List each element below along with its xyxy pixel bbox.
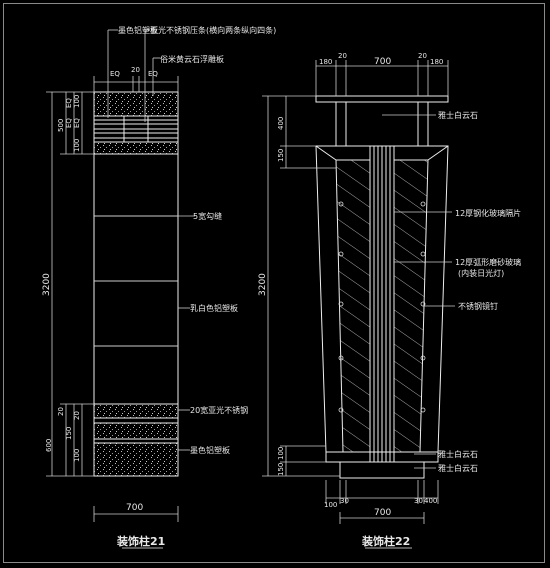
dim-100-b: 100 xyxy=(73,139,81,152)
column-21-top-dimensions xyxy=(93,29,179,122)
column-22-elevation xyxy=(315,95,449,479)
callout-5mm-groove: 5宽勾缝 xyxy=(193,211,222,221)
callout-fluorescent-lamp: (内装日光灯) xyxy=(458,268,504,278)
column-21-top-textured-band xyxy=(93,91,179,117)
dim-100-right: 100 xyxy=(277,447,285,460)
dim-600: 600 xyxy=(45,439,53,452)
dim-eq-v2: EQ xyxy=(65,118,73,128)
column-22-vertical-dimensions xyxy=(262,95,340,477)
title-column-22: 装饰柱22 xyxy=(361,534,410,548)
callout-white-marble-bottom: 雅士白云石 xyxy=(438,463,478,473)
dim-30-bottom-left: 30 xyxy=(340,497,349,505)
dim-20-a: 20 xyxy=(57,407,65,416)
callout-stainless-strip: 亚光不锈钢压条(横向两条纵向四条) xyxy=(150,25,276,35)
callout-dark-aluminum-panel-top: 墨色铝塑板 xyxy=(118,25,158,35)
dim-eq-v1: EQ xyxy=(65,98,73,108)
dim-180-top-right: 180 xyxy=(430,58,443,66)
callout-frosted-glass: 12厚弧形磨砂玻璃 xyxy=(455,257,521,267)
dim-20-top-right-r: 20 xyxy=(418,52,427,60)
dim-20-top-left-r: 20 xyxy=(338,52,347,60)
dim-150: 150 xyxy=(65,427,73,440)
dim-30-bottom-right: 30 xyxy=(414,497,423,505)
dim-400-bottom: 400 xyxy=(424,497,437,505)
dim-20-top-left: 20 xyxy=(131,66,140,74)
dim-3200-left: 3200 xyxy=(42,273,52,296)
column-22-leaders xyxy=(382,114,455,469)
dim-150-a: 150 xyxy=(277,149,285,162)
column-21-leaders xyxy=(178,215,195,451)
dim-100-c: 100 xyxy=(73,449,81,462)
dim-400: 400 xyxy=(277,117,285,130)
callout-20mm-stainless: 20宽亚光不锈钢 xyxy=(190,405,248,415)
column-21-vertical-dimensions xyxy=(46,91,94,477)
column-22-bottom-dimensions xyxy=(325,480,439,549)
dim-eq-right: EQ xyxy=(148,70,158,78)
dim-eq-v3: EQ xyxy=(73,118,81,128)
callout-mirror-nail: 不锈钢镜钉 xyxy=(458,301,498,311)
callout-white-marble-top: 雅士白云石 xyxy=(438,110,478,120)
title-column-21: 装饰柱21 xyxy=(116,534,165,548)
callout-dark-aluminum-panel-bottom: 墨色铝塑板 xyxy=(190,445,230,455)
dim-500: 500 xyxy=(57,119,65,132)
column-22-cap xyxy=(315,95,449,103)
dim-eq-left: EQ xyxy=(110,70,120,78)
dim-20-b: 20 xyxy=(73,411,81,420)
dim-180-top-left: 180 xyxy=(319,58,332,66)
dim-150-b: 150 xyxy=(277,463,285,476)
drawing-frame xyxy=(3,3,545,563)
dim-700-top: 700 xyxy=(374,57,391,67)
callout-tempered-glass: 12厚钢化玻璃隔片 xyxy=(455,208,521,218)
dim-100-a: 100 xyxy=(73,95,81,108)
dim-700-bottom-right: 700 xyxy=(374,508,391,518)
callout-white-marble-mid: 雅士白云石 xyxy=(438,449,478,459)
dim-100-bottom: 100 xyxy=(324,501,337,509)
callout-beige-marble-relief: 俗米黄云石浮雕板 xyxy=(160,54,224,64)
callout-milky-aluminum-panel: 乳白色铝塑板 xyxy=(190,303,238,313)
column-22-top-dimensions xyxy=(315,60,449,96)
dim-700-left: 700 xyxy=(126,503,143,513)
column-22-mirror-nails xyxy=(338,201,426,413)
column-21-bottom-dimension xyxy=(93,506,179,549)
column-21-elevation xyxy=(93,91,179,477)
dim-3200-right: 3200 xyxy=(258,273,268,296)
